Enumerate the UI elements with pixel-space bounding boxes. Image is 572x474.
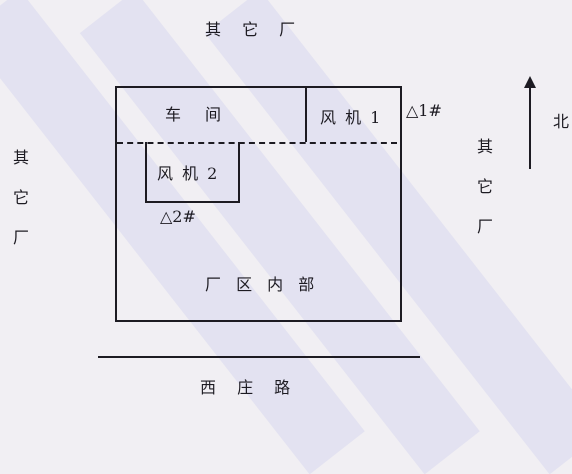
- right-neighbor-char: 它: [477, 177, 494, 196]
- road-line: [98, 356, 420, 358]
- road-label: 西 庄 路: [200, 378, 299, 397]
- north-arrow-icon: [524, 76, 536, 88]
- right-neighbor-char: 其: [477, 137, 494, 156]
- fan2-label: 风 机 2: [157, 164, 220, 183]
- left-neighbor-char: 其: [13, 148, 30, 167]
- fan2-box: [145, 142, 240, 203]
- left-neighbor-label: 其 它 厂: [13, 144, 29, 248]
- factory-boundary: [115, 86, 402, 322]
- left-neighbor-char: 它: [13, 188, 30, 207]
- top-neighbor-label: 其 它 厂: [205, 20, 304, 39]
- factory-interior-label: 厂 区 内 部: [205, 275, 320, 294]
- monitoring-point-2: △2#: [160, 207, 196, 226]
- workshop-label: 车 间: [165, 105, 226, 124]
- workshop-boundary-dashed: [117, 142, 397, 144]
- north-arrow-shaft: [529, 83, 531, 169]
- right-neighbor-label: 其 它 厂: [477, 133, 493, 237]
- north-label: 北: [553, 112, 570, 131]
- fan1-label: 风 机 1: [320, 108, 383, 127]
- fan1-divider: [305, 86, 307, 142]
- left-neighbor-char: 厂: [13, 228, 30, 247]
- monitoring-point-1: △1#: [406, 101, 442, 120]
- right-neighbor-char: 厂: [477, 217, 494, 236]
